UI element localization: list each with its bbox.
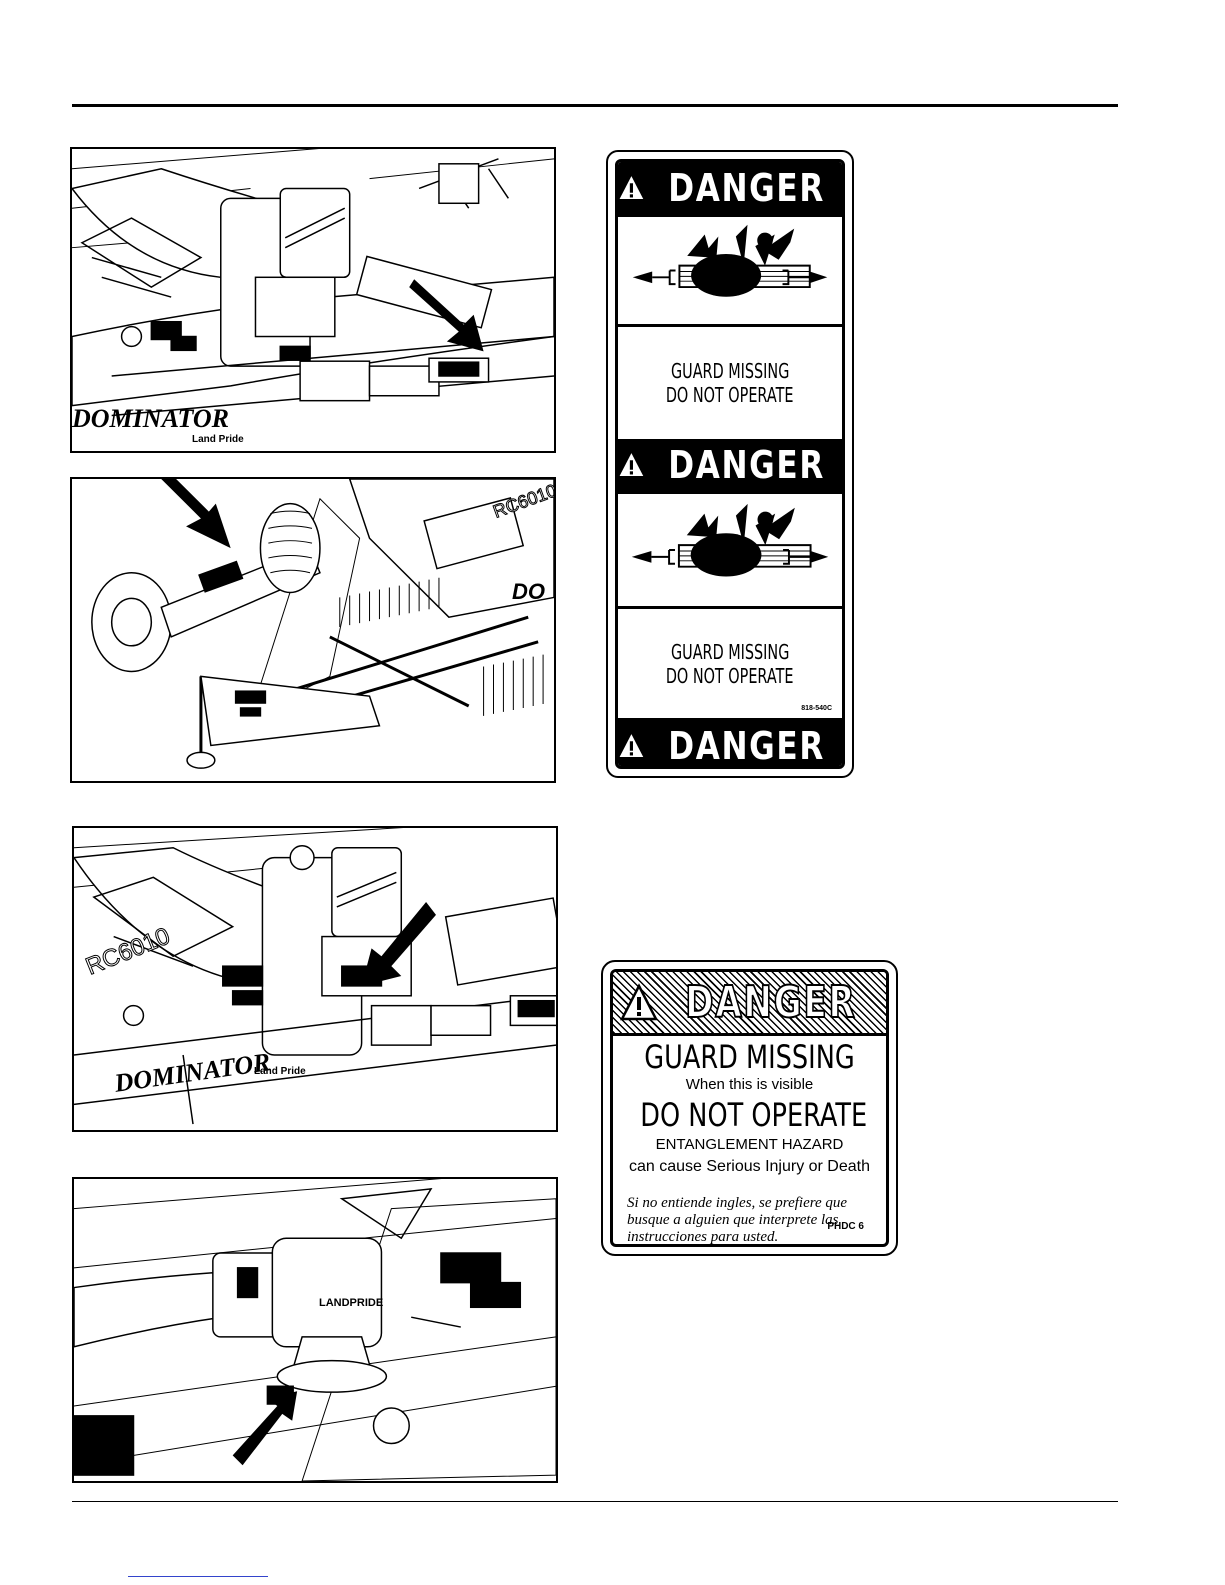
decal2-serious-injury: can cause Serious Injury or Death	[628, 1158, 870, 1175]
decal2-code: PHDC 6	[827, 1221, 864, 1232]
entanglement-hazard-icon	[632, 224, 828, 297]
danger-header-2: DANGER	[618, 439, 842, 491]
decal2-do-not-operate: DO NOT OPERATE	[640, 1096, 868, 1134]
photo-mower-gearbox-side: RC6010 DOMINATOR Land Pride	[72, 826, 558, 1132]
header-rule	[72, 104, 1118, 107]
photo2-brand: DO	[512, 579, 545, 604]
photo4-gearbox-label: LANDPRIDE	[319, 1297, 384, 1309]
photo1-brand: DOMINATOR	[72, 404, 230, 433]
footer-link-underline[interactable]	[128, 1576, 268, 1577]
warning-triangle-icon	[619, 453, 644, 477]
guard-missing-danger-decal-818-540c: DANGER GUARD MISSING DO NOT OPERATE	[606, 150, 854, 778]
danger-header-3: DANGER	[618, 718, 842, 766]
guard-missing-message-2: GUARD MISSING DO NOT OPERATE 818-540C	[618, 606, 842, 718]
decal2-guard-missing: GUARD MISSING	[644, 1038, 855, 1076]
entanglement-pictogram-2	[618, 491, 842, 606]
entanglement-pictogram-1	[618, 214, 842, 324]
entanglement-hazard-icon	[631, 503, 829, 577]
photo-mower-gearbox-top: DOMINATOR Land Pride	[70, 147, 556, 453]
guard-missing-decal-phdc-6: DANGER GUARD MISSING When this is visibl…	[601, 960, 898, 1256]
footer-rule	[72, 1501, 1118, 1502]
photo3-brand-sub: Land Pride	[254, 1066, 306, 1077]
warning-triangle-icon	[619, 982, 658, 1020]
decal-part-number: 818-540C	[801, 705, 832, 712]
danger-hatched-header: DANGER	[613, 972, 886, 1036]
decal2-spanish-notice: Si no entiende ingles, se prefiere que b…	[627, 1195, 848, 1245]
decal2-when-visible: When this is visible	[685, 1076, 814, 1093]
decal2-entanglement-hazard: ENTANGLEMENT HAZARD	[655, 1136, 844, 1153]
danger-header-1: DANGER	[618, 162, 842, 214]
warning-triangle-icon	[619, 176, 644, 200]
photo-driveline-hitch: DO RC6010	[70, 477, 556, 783]
photo-gearbox-underside: LANDPRIDE	[72, 1177, 558, 1483]
guard-missing-message-1: GUARD MISSING DO NOT OPERATE	[618, 324, 842, 439]
warning-triangle-icon	[619, 734, 644, 758]
photo1-brand-sub: Land Pride	[192, 434, 244, 445]
